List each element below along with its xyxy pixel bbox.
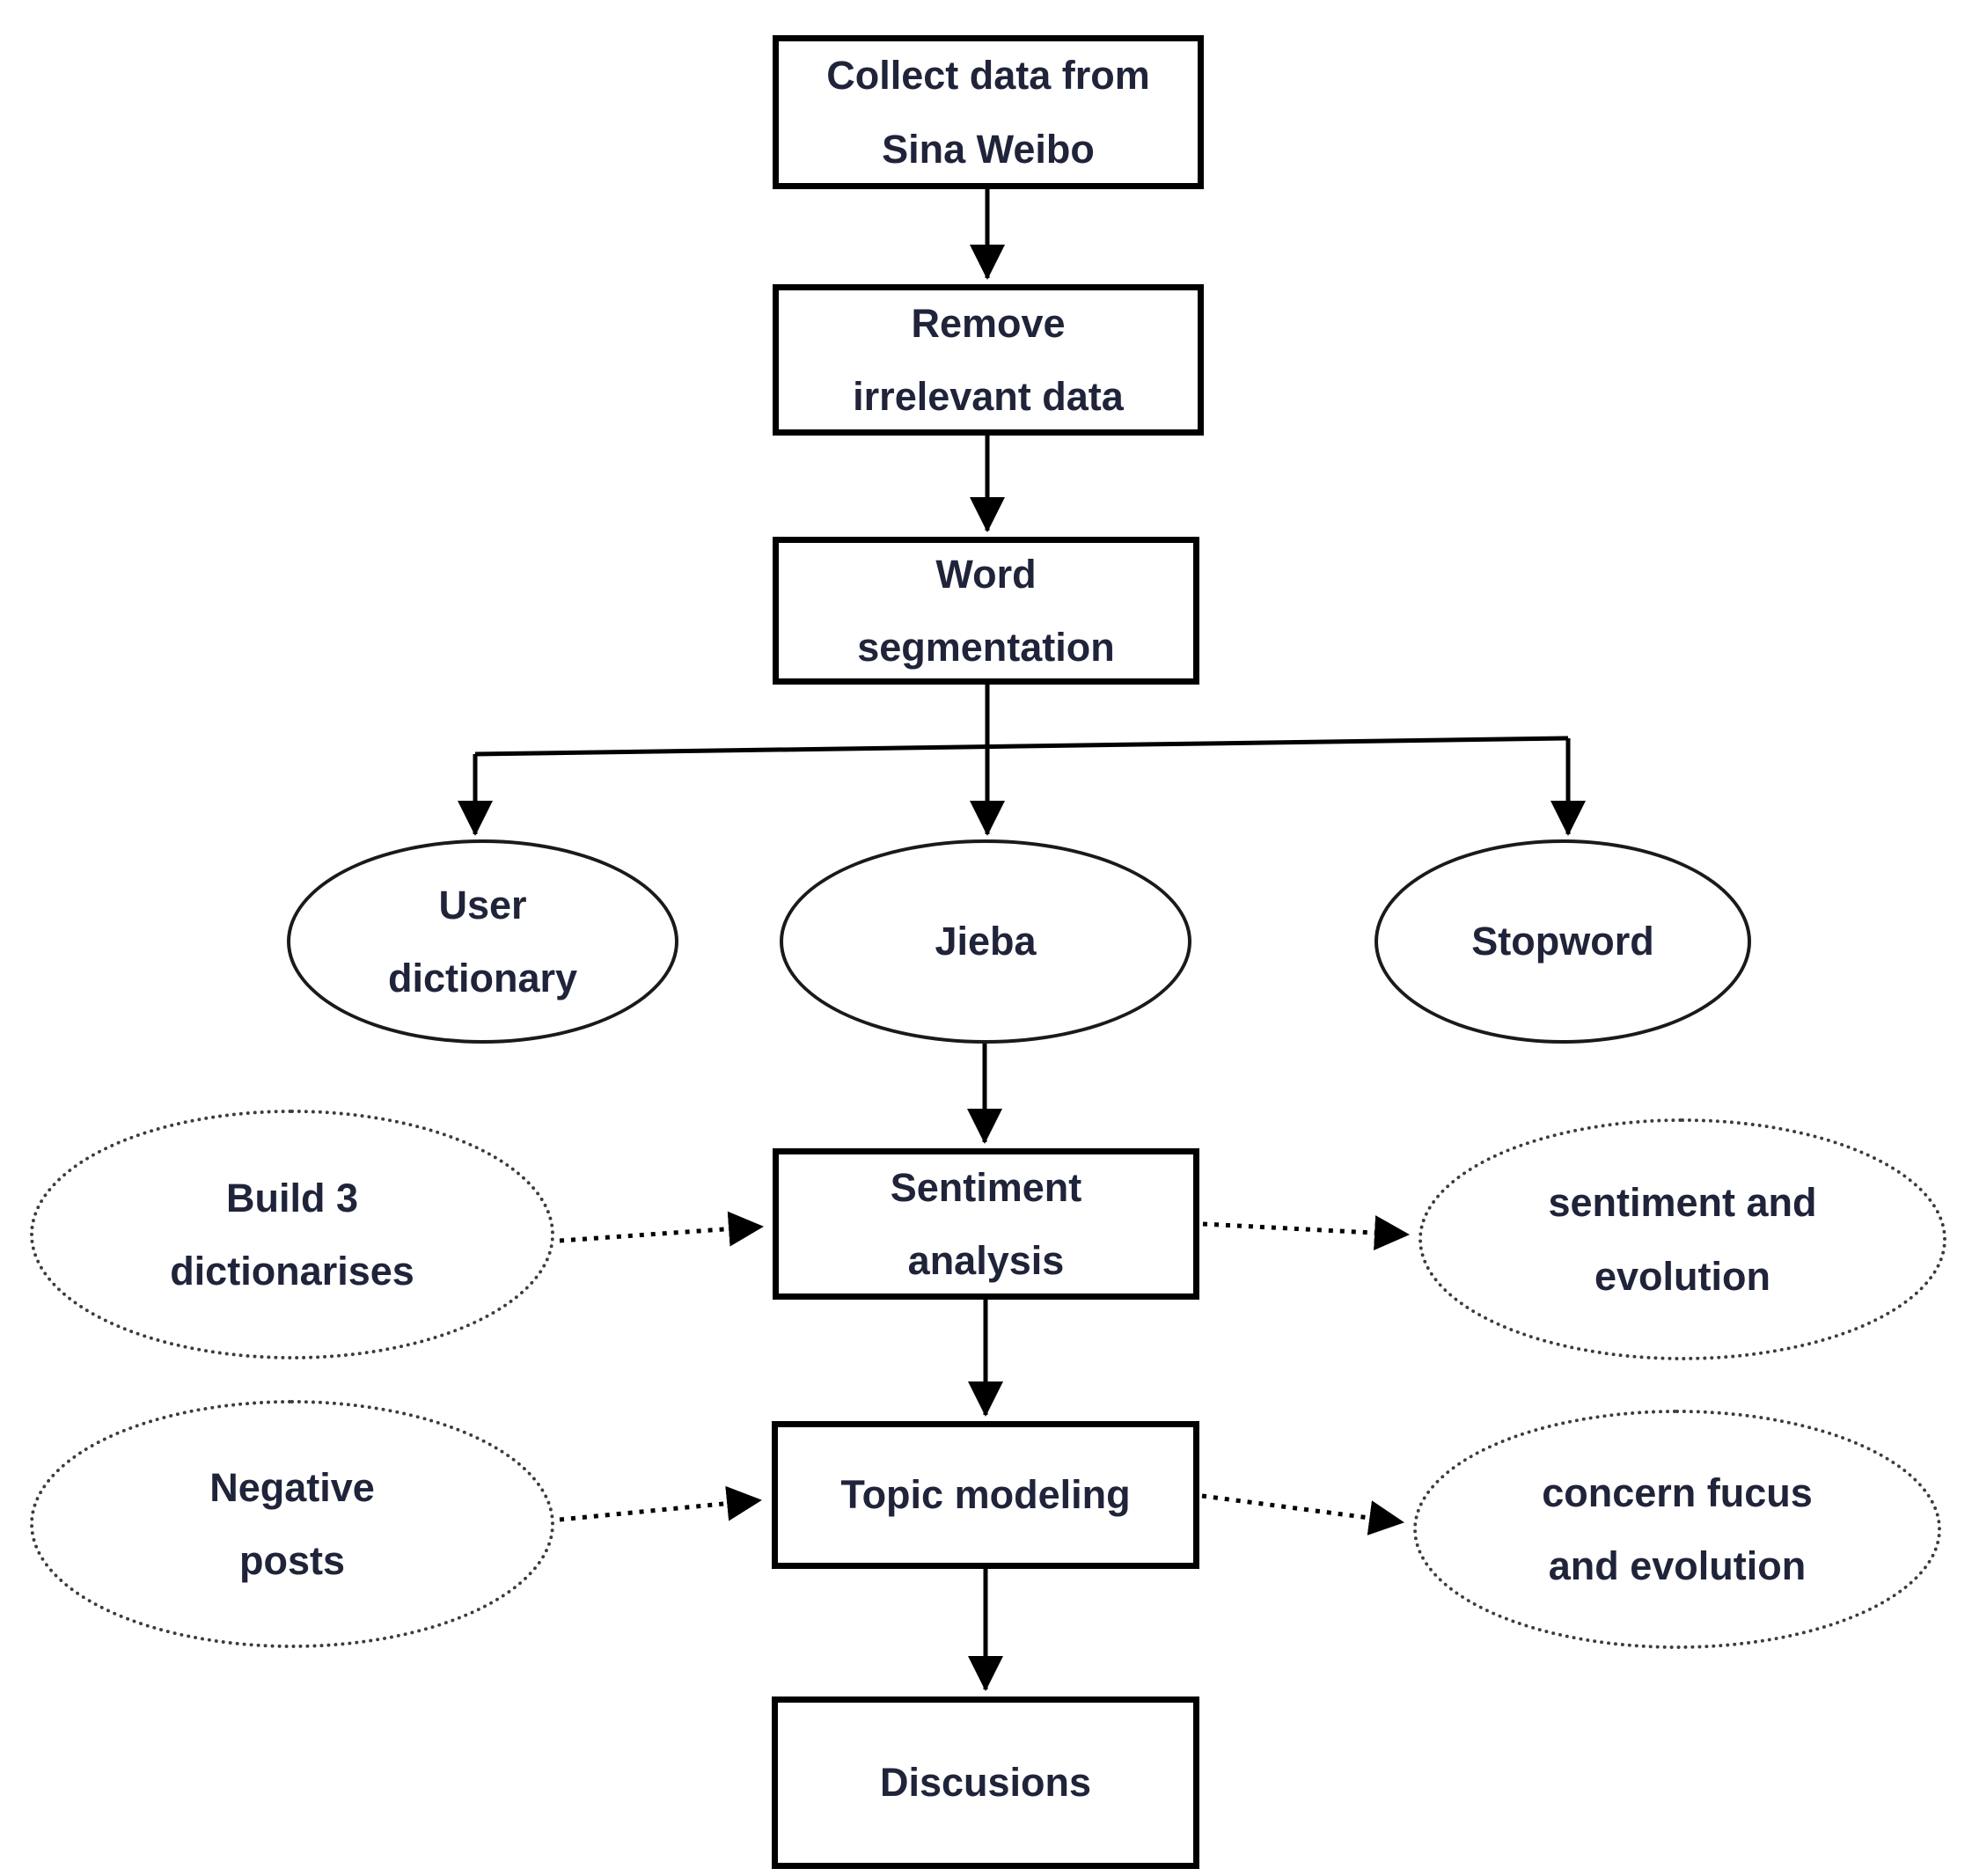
node-label-line: sentiment and bbox=[1548, 1180, 1817, 1226]
node-label-line: Remove bbox=[911, 300, 1066, 346]
node-build-3-dictionaries: Build 3 dictionarises bbox=[30, 1110, 554, 1359]
node-label-line: Word bbox=[935, 551, 1037, 597]
node-label-line: Sina Weibo bbox=[882, 126, 1095, 172]
node-concern-focus-and-evolution: concern fucus and evolution bbox=[1413, 1410, 1941, 1649]
node-word-segmentation: Word segmentation bbox=[773, 537, 1199, 685]
node-label-line: Topic modeling bbox=[840, 1472, 1131, 1518]
node-label-line: posts bbox=[238, 1538, 345, 1583]
node-user-dictionary: User dictionary bbox=[287, 839, 678, 1044]
node-remove-irrelevant-data: Remove irrelevant data bbox=[773, 284, 1204, 436]
node-label-line: irrelevant data bbox=[853, 374, 1124, 419]
node-sentiment-analysis: Sentiment analysis bbox=[773, 1148, 1199, 1300]
node-stopword: Stopword bbox=[1375, 839, 1751, 1044]
node-label-line: Sentiment bbox=[890, 1164, 1082, 1210]
node-label-line: and evolution bbox=[1548, 1543, 1807, 1588]
node-sentiment-and-evolution: sentiment and evolution bbox=[1419, 1118, 1946, 1360]
node-negative-posts: Negative posts bbox=[30, 1400, 554, 1648]
node-collect-data: Collect data from Sina Weibo bbox=[773, 35, 1204, 189]
node-label-line: segmentation bbox=[857, 625, 1115, 670]
node-jieba: Jieba bbox=[780, 839, 1191, 1044]
node-label-line: Discusions bbox=[879, 1760, 1092, 1806]
connector-build3-to-sentiment bbox=[559, 1211, 764, 1247]
node-label-line: User bbox=[438, 882, 527, 927]
node-topic-modeling: Topic modeling bbox=[772, 1421, 1199, 1569]
node-label-line: dictionarises bbox=[170, 1249, 414, 1293]
connector-branch-line bbox=[474, 736, 1569, 757]
connector-topic-to-concern bbox=[1201, 1493, 1404, 1535]
node-label-line: analysis bbox=[907, 1238, 1065, 1283]
node-label-line: Collect data from bbox=[826, 53, 1150, 99]
node-label-line: Jieba bbox=[935, 919, 1037, 964]
node-label-line: dictionary bbox=[387, 956, 578, 1000]
connector-negposts-to-topic bbox=[559, 1485, 762, 1522]
node-discussions: Discusions bbox=[772, 1696, 1199, 1869]
node-label-line: Negative bbox=[209, 1464, 375, 1510]
node-label-line: evolution bbox=[1594, 1253, 1770, 1299]
node-label-line: Build 3 bbox=[225, 1175, 358, 1220]
node-label-line: Stopword bbox=[1471, 919, 1654, 964]
connector-sentiment-to-sentevo bbox=[1202, 1215, 1410, 1251]
node-label-line: concern fucus bbox=[1542, 1469, 1813, 1515]
